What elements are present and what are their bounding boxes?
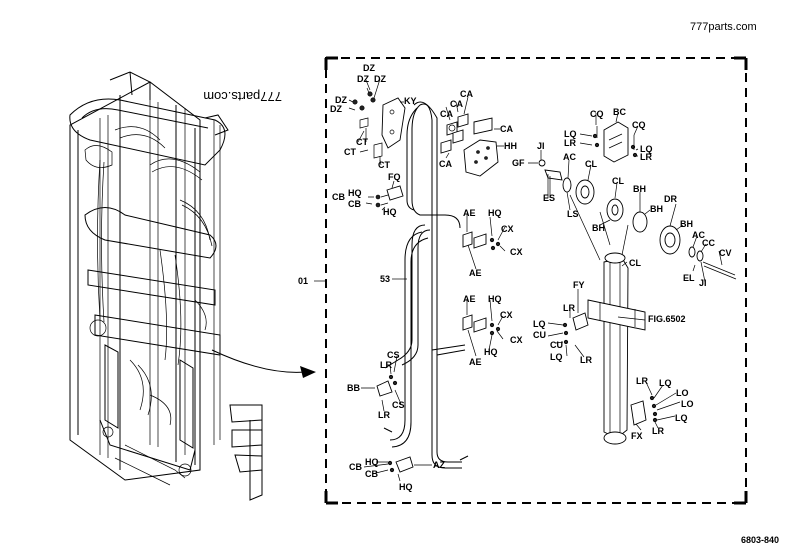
hose-label: 53 (380, 274, 390, 284)
part-label: DZ (374, 74, 386, 84)
mast-assembly-illustration (69, 71, 263, 501)
leader-lines (348, 78, 723, 482)
part-label: LQ (564, 129, 577, 139)
part-label: CB (365, 469, 378, 479)
part-label: LR (640, 152, 652, 162)
part-label: FQ (388, 172, 401, 182)
part-label: CT (344, 147, 356, 157)
part-label: CA (439, 159, 452, 169)
part-label: LQ (640, 144, 653, 154)
part-label: BB (347, 383, 360, 393)
arrow-head-icon (300, 366, 316, 378)
part-label: AE (463, 208, 476, 218)
part-label: CU (550, 340, 563, 350)
part-label: CQ (590, 109, 604, 119)
part-label: FY (573, 280, 585, 290)
part-label: CT (356, 137, 368, 147)
part-label: CA (440, 109, 453, 119)
part-label: LQ (533, 319, 546, 329)
detail-frame (324, 56, 748, 505)
part-label: DZ (330, 104, 342, 114)
part-label: LQ (659, 378, 672, 388)
part-label: LQ (675, 413, 688, 423)
part-label: DZ (335, 95, 347, 105)
part-label: HQ (399, 482, 413, 492)
watermark: 777parts.com (203, 89, 282, 104)
part-label: LO (681, 399, 694, 409)
part-label: LO (676, 388, 689, 398)
part-label: LR (378, 410, 390, 420)
part-label: CA (450, 99, 463, 109)
part-label: CT (378, 160, 390, 170)
figure-reference: FIG.6502 (648, 314, 686, 324)
part-label: DR (664, 194, 677, 204)
part-label: BH (592, 223, 605, 233)
part-label: LS (567, 209, 579, 219)
part-label: JI (699, 278, 707, 288)
part-label: FX (631, 431, 643, 441)
part-label: AC (563, 152, 576, 162)
part-labels: DZ DZ DZ DZ DZ KY CT CT CT FQ CB HQ CB H… (330, 63, 732, 492)
part-label: HQ (383, 207, 397, 217)
part-label: HQ (365, 457, 379, 467)
part-label: LR (563, 303, 575, 313)
part-label: CX (510, 335, 523, 345)
part-label: CX (510, 247, 523, 257)
parts (352, 91, 737, 473)
part-label: DZ (363, 63, 375, 73)
part-label: LQ (550, 352, 563, 362)
part-label: HQ (348, 188, 362, 198)
part-label: CL (629, 258, 641, 268)
part-label: CB (348, 199, 361, 209)
pointer-arrow (211, 349, 306, 373)
part-label: CX (500, 310, 513, 320)
part-label: LR (564, 138, 576, 148)
part-label: CV (719, 248, 732, 258)
part-label: LR (380, 360, 392, 370)
part-label: CB (349, 462, 362, 472)
part-label: LR (636, 376, 648, 386)
part-label: CB (332, 192, 345, 202)
part-label: CU (533, 330, 546, 340)
part-label: CS (387, 350, 400, 360)
part-label: CC (702, 238, 715, 248)
part-label: ES (543, 193, 555, 203)
part-label: KY (404, 96, 417, 106)
part-label: EL (683, 273, 695, 283)
site-header: 777parts.com (690, 21, 757, 33)
part-label: CQ (632, 120, 646, 130)
part-label: CA (460, 89, 473, 99)
part-label: AZ (433, 460, 445, 470)
part-label: DZ (357, 74, 369, 84)
group-number: 01 (298, 276, 308, 286)
part-label: JI (537, 141, 545, 151)
part-label: BC (613, 107, 626, 117)
part-label: CS (392, 400, 405, 410)
part-label: BH (633, 184, 646, 194)
part-label: CA (500, 124, 513, 134)
part-label: LR (652, 426, 664, 436)
part-label: LR (580, 355, 592, 365)
part-label: AE (469, 268, 482, 278)
part-label: AE (469, 357, 482, 367)
part-label: AE (463, 294, 476, 304)
part-label: HQ (488, 294, 502, 304)
part-label: HH (504, 141, 517, 151)
part-label: GF (512, 158, 525, 168)
part-label: CL (585, 159, 597, 169)
part-label: BH (680, 219, 693, 229)
drawing-number: 6803-840 (741, 535, 779, 545)
part-label: CX (501, 224, 514, 234)
part-label: BH (650, 204, 663, 214)
part-label: HQ (488, 208, 502, 218)
part-label: HQ (484, 347, 498, 357)
part-label: AC (692, 230, 705, 240)
part-label: CL (612, 176, 624, 186)
